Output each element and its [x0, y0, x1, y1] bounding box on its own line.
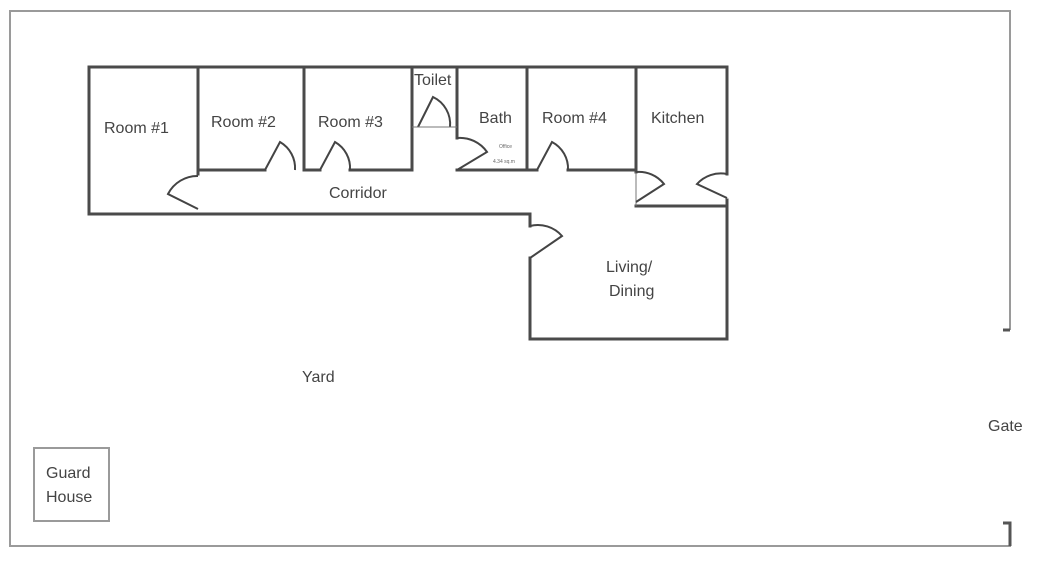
door-room2 [264, 140, 297, 171]
yard-label: Yard [302, 369, 335, 386]
guard-house-label-line1: Guard [46, 465, 90, 482]
room3-label: Room #3 [318, 114, 383, 131]
corridor-label: Corridor [329, 185, 387, 202]
door-kitchen-right [695, 172, 728, 199]
kitchen-label: Kitchen [651, 110, 704, 127]
door-kitchen-left [635, 170, 666, 203]
bath-label: Bath [479, 110, 512, 127]
door-living [529, 224, 564, 259]
bath-note-name: Office [499, 144, 512, 150]
guard-house-outline [33, 447, 110, 522]
site-boundary [9, 10, 1012, 547]
door-room1 [166, 174, 199, 210]
room2-label: Room #2 [211, 114, 276, 131]
bath-note-area: 4.34 sq.m [493, 159, 515, 165]
door-room3 [319, 140, 352, 171]
toilet-label: Toilet [414, 72, 452, 89]
door-bath [456, 136, 489, 171]
door-toilet [417, 95, 452, 128]
living-label-line2: Dining [609, 283, 654, 300]
room1-label: Room #1 [104, 120, 169, 137]
guard-house-label-line2: House [46, 489, 92, 506]
gate-post-bottom [1003, 521, 1012, 546]
door-room4 [536, 140, 570, 171]
building-walls [87, 65, 729, 341]
living-label-line1: Living/ [606, 259, 653, 276]
doors [166, 95, 728, 259]
room4-label: Room #4 [542, 110, 607, 127]
gate-label: Gate [988, 418, 1023, 435]
